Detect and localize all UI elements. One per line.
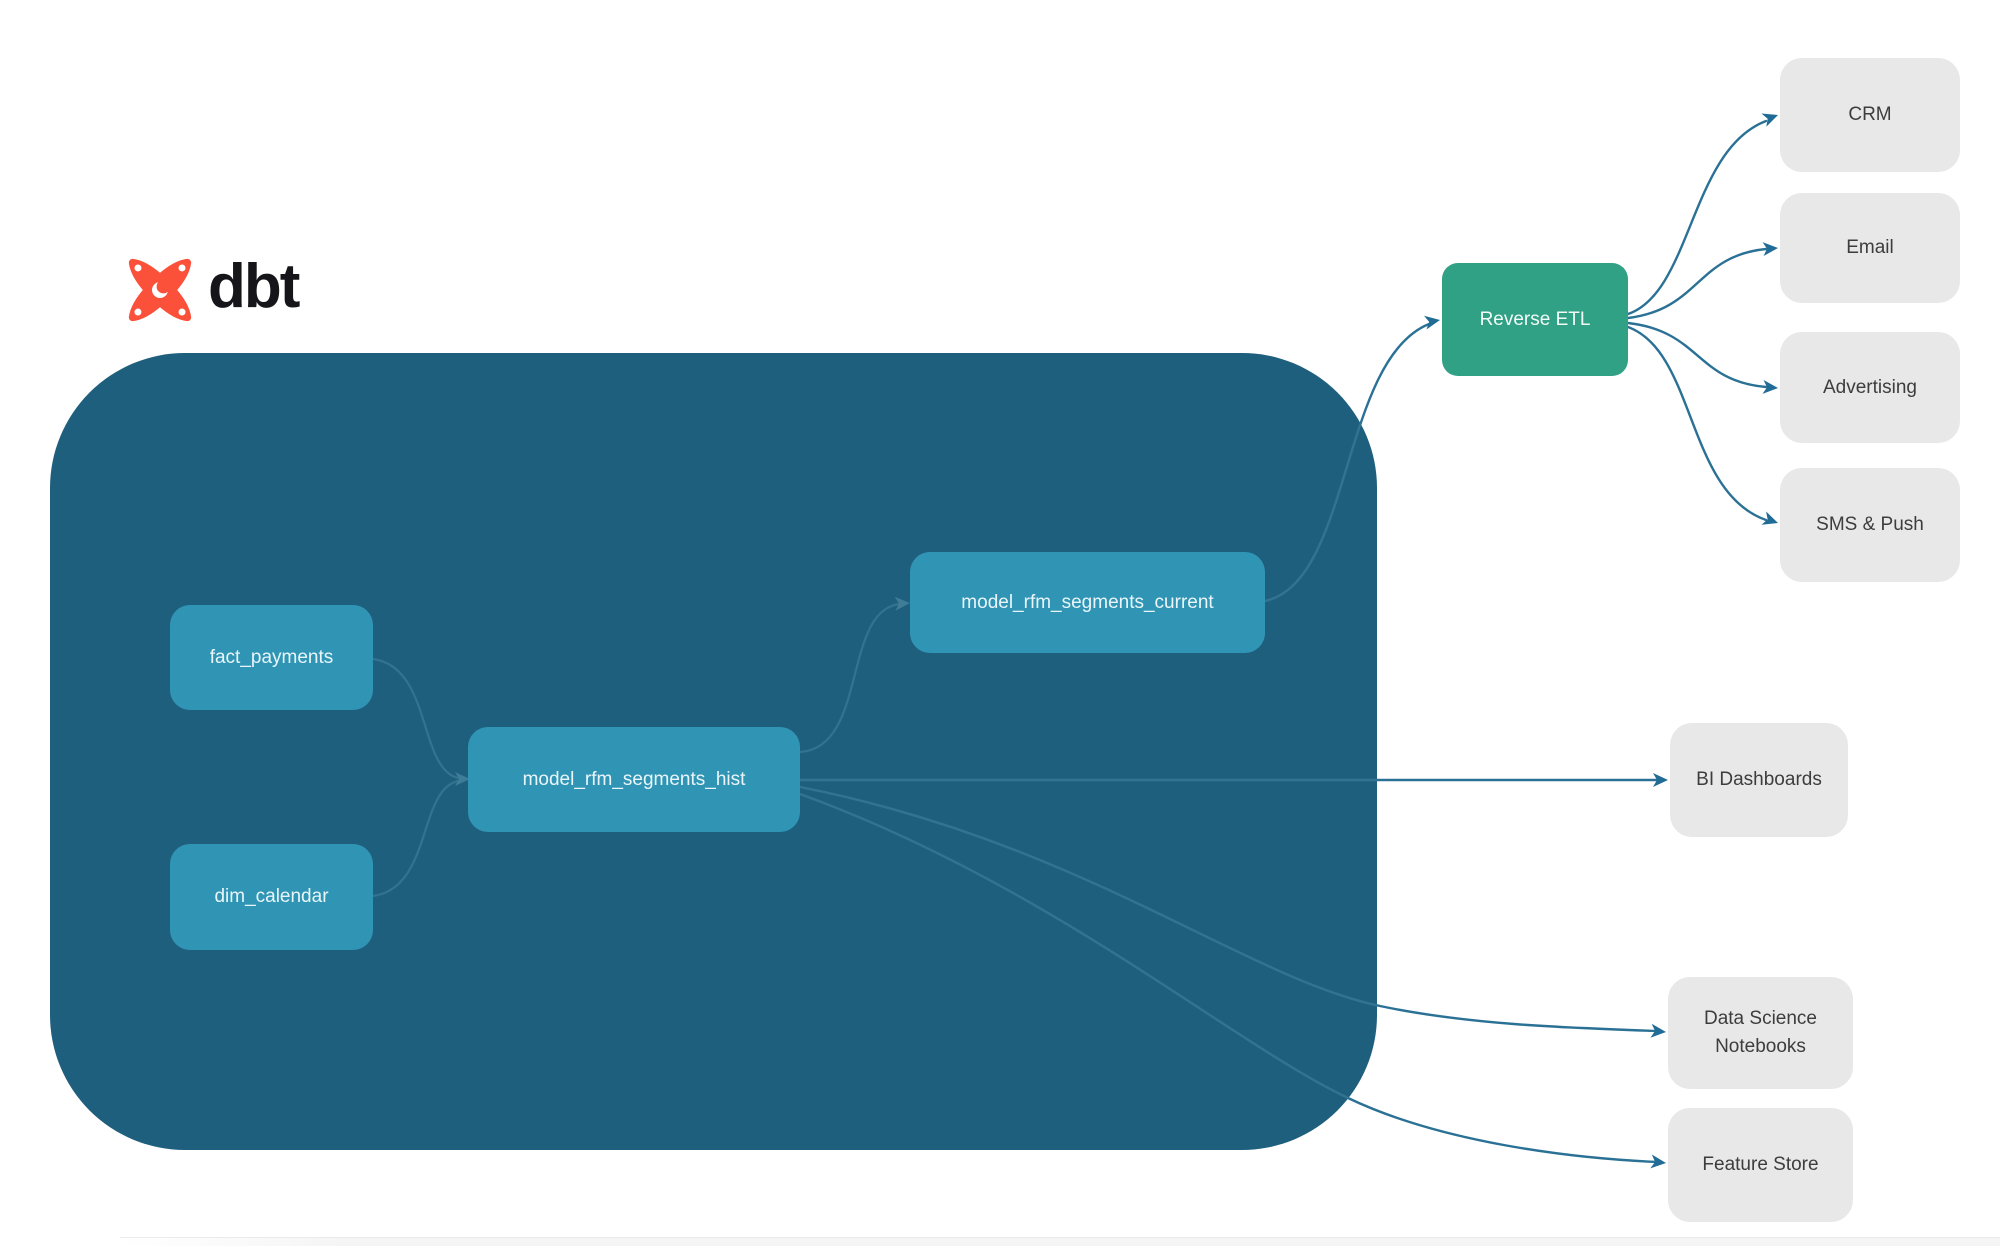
edge-hist-to-current xyxy=(798,602,902,754)
dbt-wordmark: dbt xyxy=(208,252,300,321)
arrowhead-reverse-etl xyxy=(1424,315,1440,330)
node-sms-push: SMS & Push xyxy=(1780,468,1960,582)
node-label: Reverse ETL xyxy=(1479,308,1591,330)
node-label: Email xyxy=(1846,237,1894,259)
node-data-science-notebooks: Data Science Notebooks xyxy=(1668,977,1853,1089)
dbt-logo-icon xyxy=(128,258,192,322)
node-email: Email xyxy=(1780,193,1960,303)
edges-inside xyxy=(371,353,1377,1150)
node-bi-dashboards: BI Dashboards xyxy=(1670,723,1848,837)
arrowhead-hist xyxy=(455,772,470,786)
edge-reverse-etl-to-crm xyxy=(1626,119,1768,316)
edge-current-to-reverse-etl-inside xyxy=(1263,353,1377,603)
dbt-logo: dbt xyxy=(122,252,300,328)
edge-reverse-etl-to-sms-push xyxy=(1626,325,1768,522)
arrowheads-outside xyxy=(1424,113,1778,1169)
bottom-edge-line xyxy=(120,1237,2000,1246)
node-model-rfm-segments-hist: model_rfm_segments_hist xyxy=(468,727,800,832)
edge-dim-calendar-to-hist xyxy=(371,779,460,898)
node-dim-calendar: dim_calendar xyxy=(170,844,373,950)
node-feature-store: Feature Store xyxy=(1668,1108,1853,1222)
node-label: Data Science Notebooks xyxy=(1703,1008,1817,1057)
arrowhead-sms-push xyxy=(1761,511,1778,525)
node-advertising: Advertising xyxy=(1780,332,1960,443)
arrowhead-crm xyxy=(1761,113,1778,127)
arrowhead-advertising xyxy=(1762,379,1778,394)
node-label: SMS & Push xyxy=(1816,514,1924,536)
arrowhead-current xyxy=(894,596,910,611)
node-label: model_rfm_segments_current xyxy=(961,591,1214,613)
node-reverse-etl: Reverse ETL xyxy=(1442,263,1628,376)
node-label: Advertising xyxy=(1823,376,1917,398)
edge-fact-payments-to-hist xyxy=(371,657,460,780)
arrowheads-inside xyxy=(455,596,910,786)
edge-reverse-etl-to-advertising xyxy=(1626,321,1768,389)
arrowhead-bi-dashboards xyxy=(1653,773,1668,787)
node-label: model_rfm_segments_hist xyxy=(522,768,746,790)
node-label: BI Dashboards xyxy=(1696,769,1822,791)
edge-reverse-etl-to-email xyxy=(1626,247,1768,320)
arrowhead-email xyxy=(1762,242,1778,257)
arrowhead-feature-store xyxy=(1650,1154,1666,1169)
edge-hist-to-data-science-inside xyxy=(798,785,1377,1033)
node-label: CRM xyxy=(1848,104,1892,126)
node-label: dim_calendar xyxy=(214,886,329,908)
node-model-rfm-segments-current: model_rfm_segments_current xyxy=(910,552,1265,653)
node-fact-payments: fact_payments xyxy=(170,605,373,710)
node-crm: CRM xyxy=(1780,58,1960,172)
arrowhead-data-science xyxy=(1650,1023,1666,1038)
node-label: Feature Store xyxy=(1702,1154,1819,1176)
node-label: fact_payments xyxy=(209,646,334,668)
edge-hist-to-feature-store-inside xyxy=(798,792,1377,1150)
